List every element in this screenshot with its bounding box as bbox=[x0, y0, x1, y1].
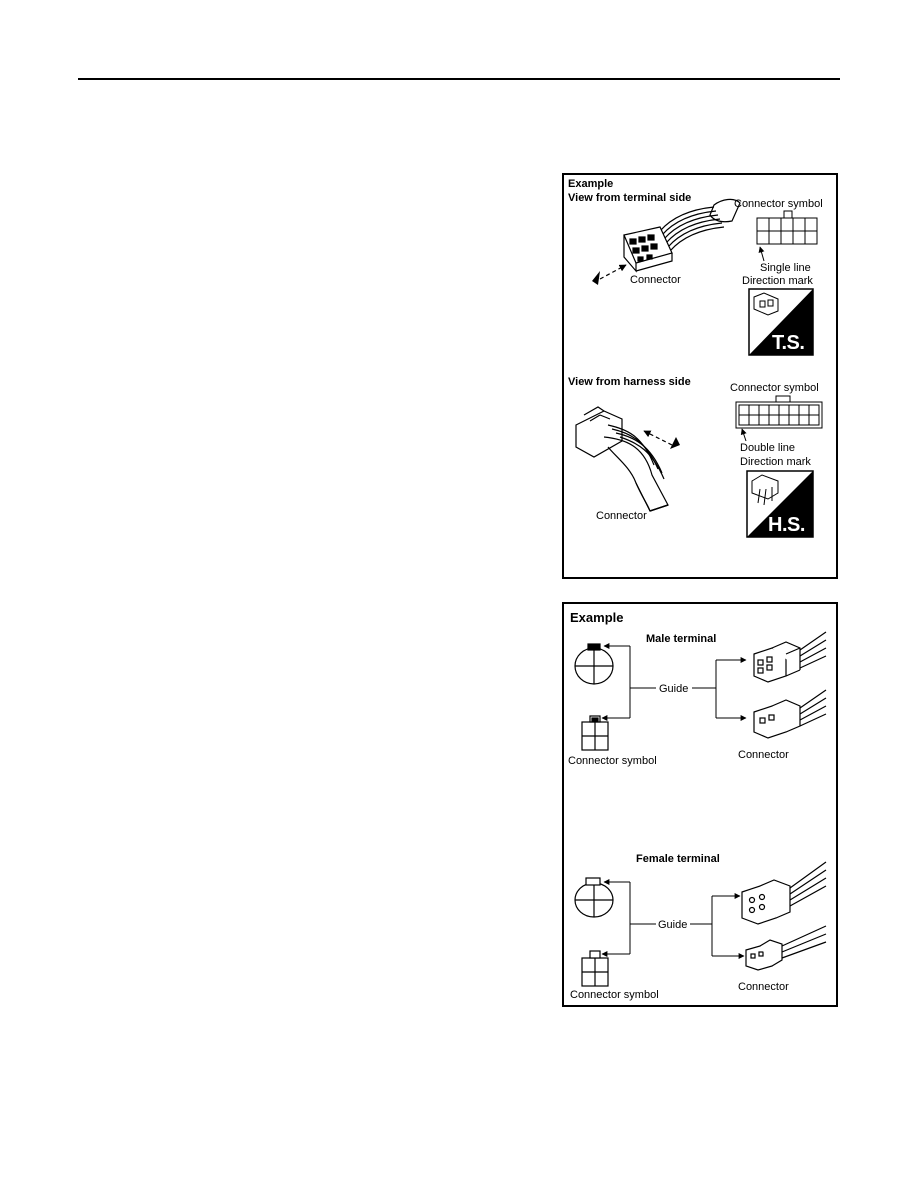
header-rule bbox=[78, 78, 840, 80]
guide-label-male: Guide bbox=[659, 683, 688, 695]
harness-side-connector-drawing bbox=[575, 406, 669, 512]
example-label-2: Example bbox=[570, 610, 623, 625]
ts-direction-mark: T.S. bbox=[748, 288, 814, 356]
eye-pointer-icon-bottom bbox=[670, 437, 680, 449]
female-square-symbol bbox=[581, 950, 609, 987]
hs-direction-mark: H.S. bbox=[746, 470, 814, 538]
male-square-symbol bbox=[581, 715, 609, 751]
single-line-label: Single line bbox=[760, 262, 811, 274]
connector-symbol-label-top: Connector symbol bbox=[734, 198, 823, 210]
female-round-symbol bbox=[574, 877, 614, 918]
hs-badge-text: H.S. bbox=[768, 514, 805, 536]
connector-symbol-double-line bbox=[735, 395, 823, 429]
single-line-pointer bbox=[758, 246, 765, 262]
terminal-side-connector-drawing bbox=[623, 198, 741, 273]
male-terminal-title: Male terminal bbox=[646, 633, 716, 645]
harness-side-title: View from harness side bbox=[568, 376, 691, 388]
connector-symbol-label-male: Connector symbol bbox=[568, 755, 657, 767]
connector-symbol-label-female: Connector symbol bbox=[570, 989, 659, 1001]
double-line-label: Double line bbox=[740, 442, 795, 454]
male-connector-drawing bbox=[753, 631, 827, 739]
view-direction-arrow-bottom bbox=[643, 430, 673, 446]
example-label: Example bbox=[568, 178, 613, 190]
female-terminal-title: Female terminal bbox=[636, 853, 720, 865]
guide-label-female: Guide bbox=[658, 919, 687, 931]
connector-label-male: Connector bbox=[738, 749, 789, 761]
terminal-side-title: View from terminal side bbox=[568, 192, 691, 204]
double-line-pointer bbox=[740, 428, 747, 442]
connector-symbol-single-line bbox=[756, 210, 818, 245]
connector-view-diagram: Example View from terminal side Connecto… bbox=[568, 178, 823, 538]
connector-view-figure: Example View from terminal side Connecto… bbox=[562, 173, 838, 579]
connector-label-bottom: Connector bbox=[596, 510, 647, 522]
female-guide-lines bbox=[601, 879, 745, 959]
view-direction-arrow-top bbox=[599, 264, 627, 280]
connector-symbol-label-bottom: Connector symbol bbox=[730, 382, 819, 394]
ts-badge-text: T.S. bbox=[772, 332, 804, 354]
direction-mark-label-bottom: Direction mark bbox=[740, 456, 811, 468]
male-guide-lines bbox=[601, 643, 747, 721]
eye-pointer-icon bbox=[592, 271, 600, 285]
terminal-guide-figure: Example Male terminal Guide bbox=[562, 602, 838, 1007]
connector-label-female: Connector bbox=[738, 981, 789, 993]
terminal-guide-diagram: Example Male terminal Guide bbox=[568, 610, 827, 1001]
direction-mark-label-top: Direction mark bbox=[742, 275, 813, 287]
connector-label-top: Connector bbox=[630, 274, 681, 286]
female-connector-drawing bbox=[741, 861, 827, 971]
male-round-symbol bbox=[574, 643, 614, 685]
